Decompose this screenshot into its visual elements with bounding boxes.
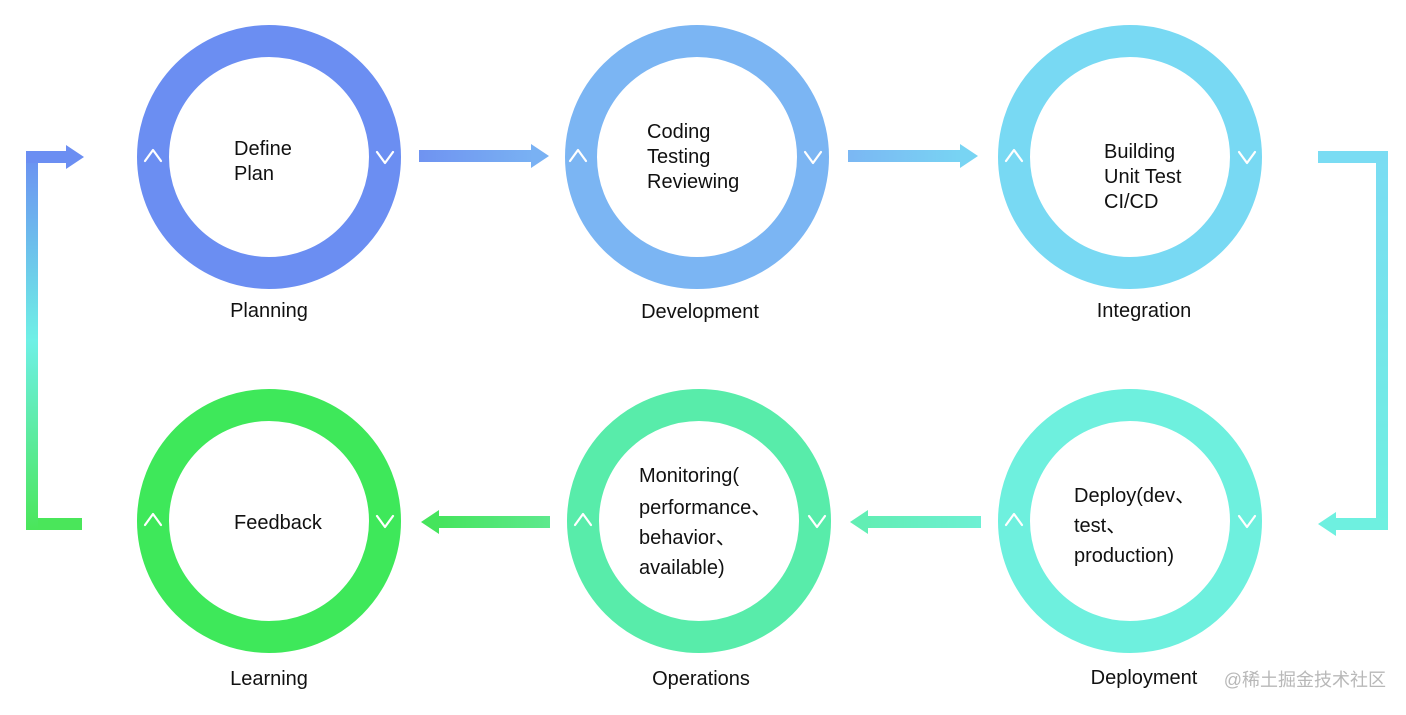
chevron-down-icon	[375, 514, 395, 529]
stage-detail-line: Feedback	[234, 512, 323, 534]
stage-detail-line: Monitoring(	[639, 465, 739, 487]
chevron-down-icon	[807, 514, 827, 529]
stage-detail-line: Deploy(dev、	[1074, 485, 1195, 507]
stage-detail-line: CI/CD	[1104, 191, 1158, 213]
stage-ring	[998, 25, 1262, 289]
stage-detail-line: Building	[1104, 141, 1175, 163]
chevron-up-icon	[1004, 148, 1024, 163]
stage-ring	[565, 25, 829, 289]
arrow-planning-to-development	[419, 144, 549, 168]
chevron-up-icon	[573, 512, 593, 527]
chevron-up-icon	[143, 148, 163, 163]
arrow-development-to-integration	[848, 144, 978, 168]
stage-detail-line: Testing	[647, 146, 710, 168]
arrow-integration-to-deployment	[1318, 151, 1388, 536]
stage-ring	[567, 389, 831, 653]
stage-label-deployment: Deployment	[1091, 667, 1198, 689]
stage-operations: Monitoring( performance、 behavior、 avail…	[567, 389, 831, 690]
stage-detail-line: Plan	[234, 163, 274, 185]
stage-detail-line: test、	[1074, 515, 1126, 537]
stage-detail-line: behavior、	[639, 527, 736, 549]
chevron-down-icon	[803, 150, 823, 165]
arrow-operations-to-learning	[421, 510, 550, 534]
stage-ring	[137, 389, 401, 653]
stage-detail-line: Define	[234, 138, 292, 160]
stage-planning: Define Plan Planning	[137, 25, 401, 322]
chevron-down-icon	[375, 150, 395, 165]
stage-learning: Feedback Learning	[137, 389, 401, 690]
chevron-down-icon	[1237, 150, 1257, 165]
arrow-learning-to-planning	[26, 145, 84, 530]
chevron-up-icon	[1004, 512, 1024, 527]
chevron-up-icon	[568, 148, 588, 163]
stage-deployment: Deploy(dev、 test、 production) Deployment	[998, 389, 1262, 689]
stage-label-learning: Learning	[230, 668, 308, 690]
stage-detail-line: performance、	[639, 497, 771, 519]
stage-ring	[137, 25, 401, 289]
stage-ring	[998, 389, 1262, 653]
stage-label-planning: Planning	[230, 300, 308, 322]
stage-label-integration: Integration	[1097, 300, 1192, 322]
stage-detail-line: Coding	[647, 121, 710, 143]
arrow-deployment-to-operations	[850, 510, 981, 534]
chevron-down-icon	[1237, 514, 1257, 529]
stage-development: Coding Testing Reviewing Development	[565, 25, 829, 323]
stage-detail-line: available)	[639, 557, 725, 579]
stage-integration: Building Unit Test CI/CD Integration	[998, 25, 1262, 322]
stage-detail-line: Reviewing	[647, 171, 739, 193]
stage-detail-line: production)	[1074, 545, 1174, 567]
stage-detail-line: Unit Test	[1104, 166, 1182, 188]
watermark: @稀土掘金技术社区	[1224, 670, 1386, 690]
chevron-up-icon	[143, 512, 163, 527]
stage-label-development: Development	[641, 301, 759, 323]
stage-label-operations: Operations	[652, 668, 750, 690]
